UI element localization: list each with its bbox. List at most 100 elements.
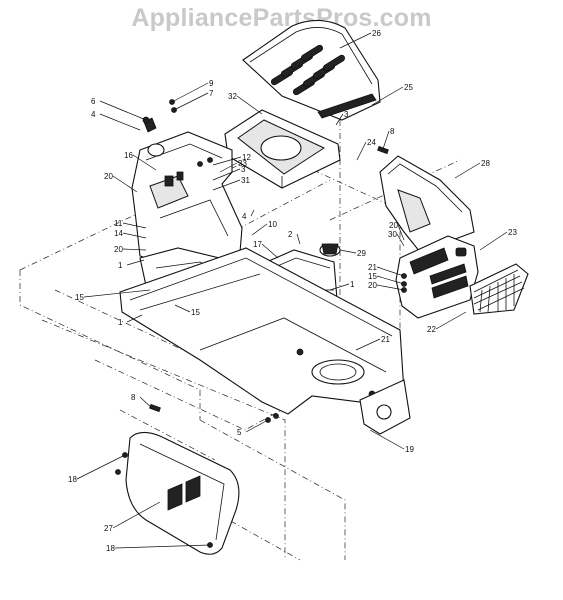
callout-leader-c3b — [212, 168, 241, 181]
callout-label-c18a: 18 — [68, 475, 77, 484]
duct-tray-part-32 — [224, 109, 341, 189]
callout-leader-c18b — [114, 544, 211, 549]
callout-leader-c20b — [397, 224, 405, 241]
callout-label-c8b: 8 — [131, 393, 136, 402]
callout-leader-c31 — [212, 179, 241, 191]
callout-label-c10: 10 — [268, 220, 277, 229]
callout-leader-c2 — [296, 233, 301, 245]
callout-leader-c17 — [261, 243, 279, 259]
callout-label-c16: 16 — [124, 151, 133, 160]
callout-leader-c25 — [371, 86, 404, 106]
callout-leader-c16 — [132, 154, 157, 171]
callout-leader-c20a — [112, 175, 138, 193]
mesh-screen-part-22 — [469, 263, 529, 315]
callout-leader-c1b — [329, 283, 350, 291]
callout-leader-c15a — [376, 275, 405, 285]
grille-housing-part-28 — [379, 155, 475, 253]
callout-label-c3b: 3 — [241, 165, 246, 174]
callout-leader-c14 — [122, 232, 147, 239]
callout-leader-c6 — [99, 100, 147, 121]
callout-label-c7: 7 — [209, 89, 214, 98]
callout-leader-c32 — [236, 95, 263, 115]
callout-leader-c1c — [126, 314, 143, 323]
callout-leader-c11 — [122, 222, 147, 229]
callout-label-c17: 17 — [253, 240, 262, 249]
callout-leader-c20d — [376, 284, 405, 291]
callout-label-c1a: 1 — [118, 261, 123, 270]
side-panel-vents — [167, 475, 201, 511]
callout-leader-c4b — [250, 209, 255, 217]
callout-leader-c18a — [76, 454, 126, 480]
callout-label-c15b: 15 — [75, 293, 84, 302]
callout-label-c31: 31 — [241, 176, 250, 185]
callout-leader-c1a — [126, 259, 145, 266]
callout-leader-c28 — [454, 162, 481, 179]
callout-label-c2: 2 — [288, 230, 293, 239]
callout-label-c4b: 4 — [242, 212, 247, 221]
callout-label-c18b: 18 — [106, 544, 115, 553]
callout-leader-c29 — [339, 249, 357, 254]
callout-leader-c21b — [355, 338, 381, 351]
hood-vents — [270, 44, 346, 96]
callout-label-c23: 23 — [508, 228, 517, 237]
callout-label-c25: 25 — [404, 83, 413, 92]
callout-label-c12: 12 — [242, 153, 251, 162]
callout-leader-c8b — [139, 396, 155, 411]
callout-label-c28: 28 — [481, 159, 490, 168]
callout-label-c5: 5 — [237, 428, 242, 437]
callout-leader-c3a — [335, 113, 344, 126]
nose-bumper-part-23 — [395, 235, 479, 319]
callout-label-c19: 19 — [405, 445, 414, 454]
callout-label-c33: 33 — [238, 159, 247, 168]
callout-leader-c30 — [396, 233, 405, 247]
callout-label-c32: 32 — [228, 92, 237, 101]
callout-label-c21a: 21 — [368, 263, 377, 272]
callout-leader-c8a — [381, 130, 390, 153]
callout-leader-c5 — [245, 419, 269, 433]
main-frame-chassis — [119, 247, 411, 435]
callout-leader-c15b — [83, 289, 151, 298]
construction-lines — [19, 120, 461, 561]
callout-leader-c26 — [339, 32, 372, 49]
callout-label-c26: 26 — [372, 29, 381, 38]
side-panel-part-27 — [125, 431, 240, 555]
callout-label-c8a: 8 — [390, 127, 395, 136]
callout-label-c14: 14 — [114, 229, 123, 238]
callout-label-c9: 9 — [209, 79, 214, 88]
callout-label-c11: 11 — [114, 219, 123, 228]
callout-label-c30: 30 — [388, 230, 397, 239]
callout-label-c24: 24 — [367, 138, 376, 147]
callout-label-c4a: 4 — [91, 110, 96, 119]
callout-leader-c7 — [173, 92, 209, 111]
callout-leader-c4a — [99, 113, 141, 131]
callout-label-c1b: 1 — [350, 280, 355, 289]
callout-label-c1c: 1 — [118, 318, 123, 327]
callout-label-c21b: 21 — [381, 335, 390, 344]
callout-label-c27: 27 — [104, 524, 113, 533]
callout-label-c3a: 3 — [344, 110, 349, 119]
callout-leader-c22 — [435, 311, 467, 330]
callout-label-c6: 6 — [91, 97, 96, 106]
callout-leader-c10 — [251, 223, 268, 236]
callout-label-c20d: 20 — [368, 281, 377, 290]
callout-leader-c27 — [112, 501, 161, 529]
callout-label-c15c: 15 — [191, 308, 200, 317]
callout-leader-c12 — [212, 156, 242, 166]
callout-leader-c24 — [356, 141, 367, 161]
callout-label-c20a: 20 — [104, 172, 113, 181]
callout-leader-c15c — [174, 304, 191, 313]
callout-label-c20c: 20 — [114, 245, 123, 254]
callout-leader-c33 — [219, 162, 238, 173]
callout-leader-c20c — [122, 248, 147, 251]
callout-leader-c23 — [479, 231, 508, 251]
callout-label-c29: 29 — [357, 249, 366, 258]
watermark: AppliancePartsPros.com — [131, 4, 432, 32]
callout-leader-c9 — [171, 82, 209, 103]
hood-part-26 — [242, 19, 381, 121]
callout-label-c15a: 15 — [368, 272, 377, 281]
callout-leader-c21a — [376, 266, 405, 277]
callout-leader-c19 — [369, 429, 405, 450]
callout-label-c20b: 20 — [389, 221, 398, 230]
